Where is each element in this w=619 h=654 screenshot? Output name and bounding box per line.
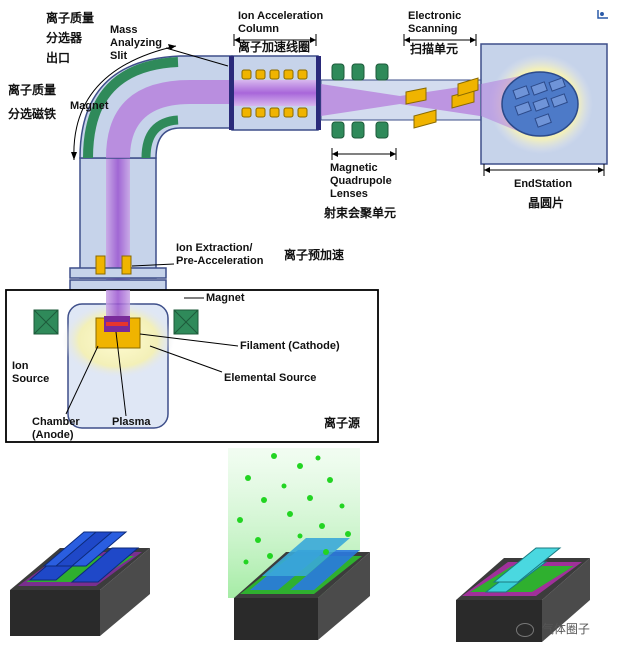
label-magnet-source: Magnet <box>206 292 245 304</box>
label-endstation: EndStation <box>514 178 573 190</box>
accel-beam <box>232 80 318 106</box>
cn-pre-accel: 离子预加速 <box>284 248 345 262</box>
leader-lines <box>65 39 604 417</box>
source-magnet-left <box>33 309 59 335</box>
cn-wafer: 晶圆片 <box>528 196 565 210</box>
label-ion-source: Ion Source <box>12 360 50 385</box>
device-left <box>10 531 150 636</box>
label-filament: Filament (Cathode) <box>240 340 340 352</box>
watermark: 气体圈子 <box>516 620 590 637</box>
device-middle <box>228 448 370 640</box>
extraction-electrode-right <box>121 255 132 275</box>
cn-focus-unit: 射束会聚单元 <box>324 206 397 220</box>
ion-particles <box>237 453 351 565</box>
slit-plate-right <box>316 56 321 130</box>
cn-mass-selector: 离子质量 分选器 出口 <box>46 11 95 65</box>
device-right <box>456 547 590 642</box>
cn-scan-unit: 扫描单元 <box>410 42 459 56</box>
label-ion-extraction: Ion Extraction/ Pre-Acceleration <box>176 242 264 267</box>
label-chamber: Chamber (Anode) <box>32 416 80 441</box>
cn-ion-source: 离子源 <box>324 416 361 430</box>
source-magnet-right <box>173 309 199 335</box>
label-elemental: Elemental Source <box>224 372 317 384</box>
extraction-electrode-left <box>95 255 106 275</box>
slit-plate-left <box>229 56 234 130</box>
label-electronic-scanning: Electronic Scanning <box>408 10 462 35</box>
label-magnet-top: Magnet <box>70 100 109 112</box>
quadrupole-lenses <box>331 63 389 139</box>
accel-coils <box>241 69 308 118</box>
label-mass-slit: Mass Analyzing Slit <box>110 24 162 62</box>
magnet-arc-outer <box>83 57 179 159</box>
label-mag-quad: Magnetic Quadrupole Lenses <box>330 162 392 200</box>
focused-beam <box>321 84 480 116</box>
magnet-arc-inner <box>141 115 179 159</box>
scan-plates <box>405 77 479 129</box>
chart-corner-icon <box>597 10 608 19</box>
watermark-text: 气体圈子 <box>541 622 590 636</box>
filament <box>106 322 128 326</box>
cn-accel-column: 离子加速线圈 <box>238 40 311 54</box>
curved-beam <box>106 80 232 158</box>
cn-mass-magnet: 离子质量 分选磁铁 <box>8 83 57 121</box>
label-plasma: Plasma <box>112 416 151 428</box>
wechat-icon <box>516 622 534 637</box>
label-ion-accel: Ion Acceleration Column <box>238 10 324 35</box>
